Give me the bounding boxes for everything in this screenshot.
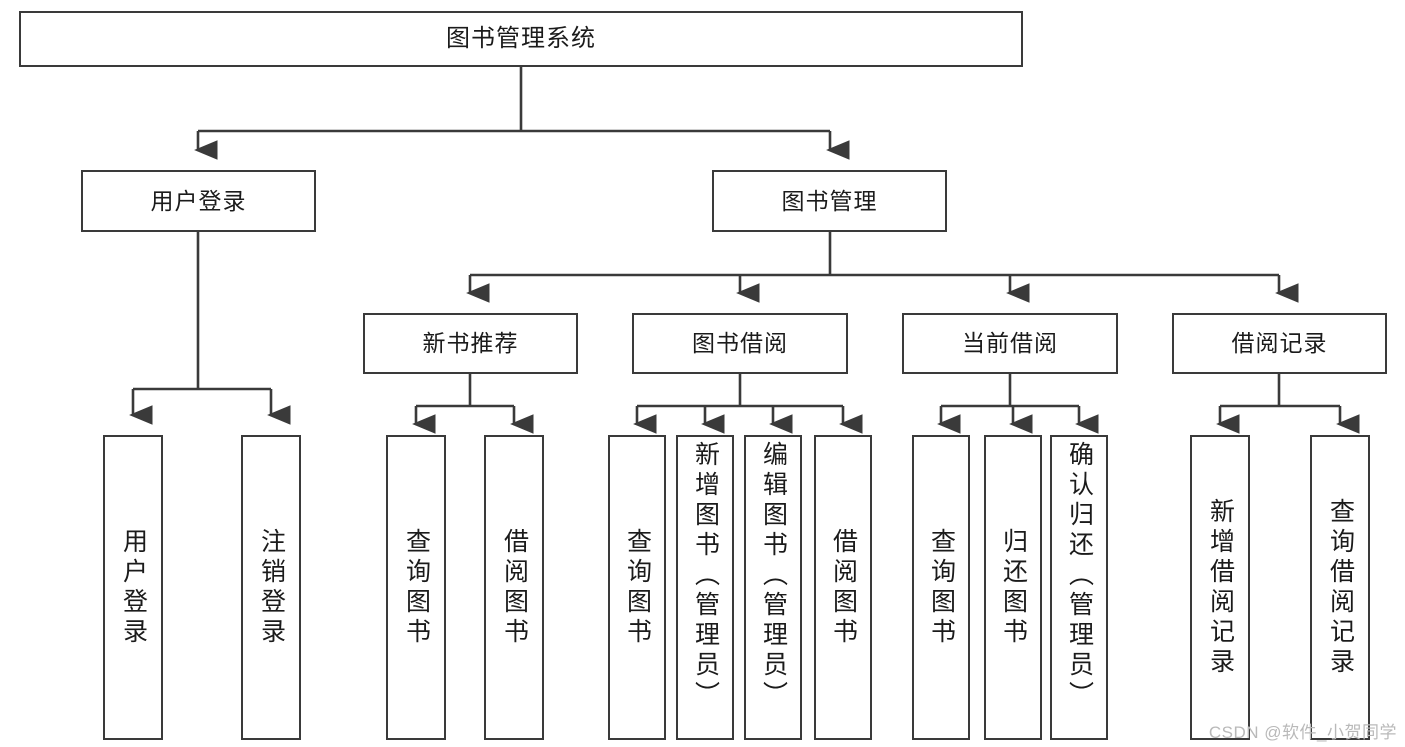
- node-level2-1[interactable]: 图书管理: [712, 170, 947, 232]
- node-label: 借阅图书: [500, 527, 529, 648]
- node-level2-0[interactable]: 用户登录: [81, 170, 316, 232]
- node-label: 图书管理系统: [446, 25, 596, 53]
- node-label: 用户登录: [150, 187, 247, 214]
- node-leaf-7[interactable]: 借阅图书: [814, 435, 872, 740]
- node-leaf-1[interactable]: 注销登录: [241, 435, 301, 740]
- node-leaf-12[interactable]: 查询借阅记录: [1310, 435, 1370, 740]
- node-leaf-0[interactable]: 用户登录: [103, 435, 163, 740]
- node-label: 查询图书: [927, 527, 956, 648]
- node-level3-0[interactable]: 新书推荐: [363, 313, 578, 374]
- node-leaf-3[interactable]: 借阅图书: [484, 435, 544, 740]
- node-label: 查询借阅记录: [1326, 497, 1355, 678]
- watermark: CSDN @软件_小贺同学: [1208, 723, 1397, 742]
- node-label: 当前借阅: [962, 330, 1058, 357]
- node-root[interactable]: 图书管理系统: [19, 11, 1023, 67]
- node-label: 新书推荐: [422, 330, 519, 357]
- node-label: 查询图书: [623, 527, 652, 648]
- node-label: 新增图书（管理员）: [691, 441, 720, 711]
- node-level3-2[interactable]: 当前借阅: [902, 313, 1118, 374]
- node-leaf-11[interactable]: 新增借阅记录: [1190, 435, 1250, 740]
- node-leaf-10[interactable]: 确认归还（管理员）: [1050, 435, 1108, 740]
- node-level3-1[interactable]: 图书借阅: [632, 313, 848, 374]
- node-label: 注销登录: [257, 527, 286, 648]
- node-label: 归还图书: [999, 527, 1028, 648]
- node-label: 图书借阅: [692, 330, 788, 357]
- node-level3-3[interactable]: 借阅记录: [1172, 313, 1387, 374]
- node-label: 确认归还（管理员）: [1065, 441, 1094, 711]
- node-leaf-8[interactable]: 查询图书: [912, 435, 970, 740]
- node-leaf-4[interactable]: 查询图书: [608, 435, 666, 740]
- node-label: 用户登录: [119, 527, 148, 648]
- node-label: 编辑图书（管理员）: [759, 441, 788, 711]
- node-label: 新增借阅记录: [1206, 497, 1235, 678]
- node-label: 查询图书: [402, 527, 431, 648]
- node-leaf-6[interactable]: 编辑图书（管理员）: [744, 435, 802, 740]
- node-leaf-2[interactable]: 查询图书: [386, 435, 446, 740]
- node-leaf-5[interactable]: 新增图书（管理员）: [676, 435, 734, 740]
- node-leaf-9[interactable]: 归还图书: [984, 435, 1042, 740]
- node-label: 借阅记录: [1231, 330, 1328, 357]
- node-label: 借阅图书: [829, 527, 858, 648]
- node-label: 图书管理: [781, 187, 878, 214]
